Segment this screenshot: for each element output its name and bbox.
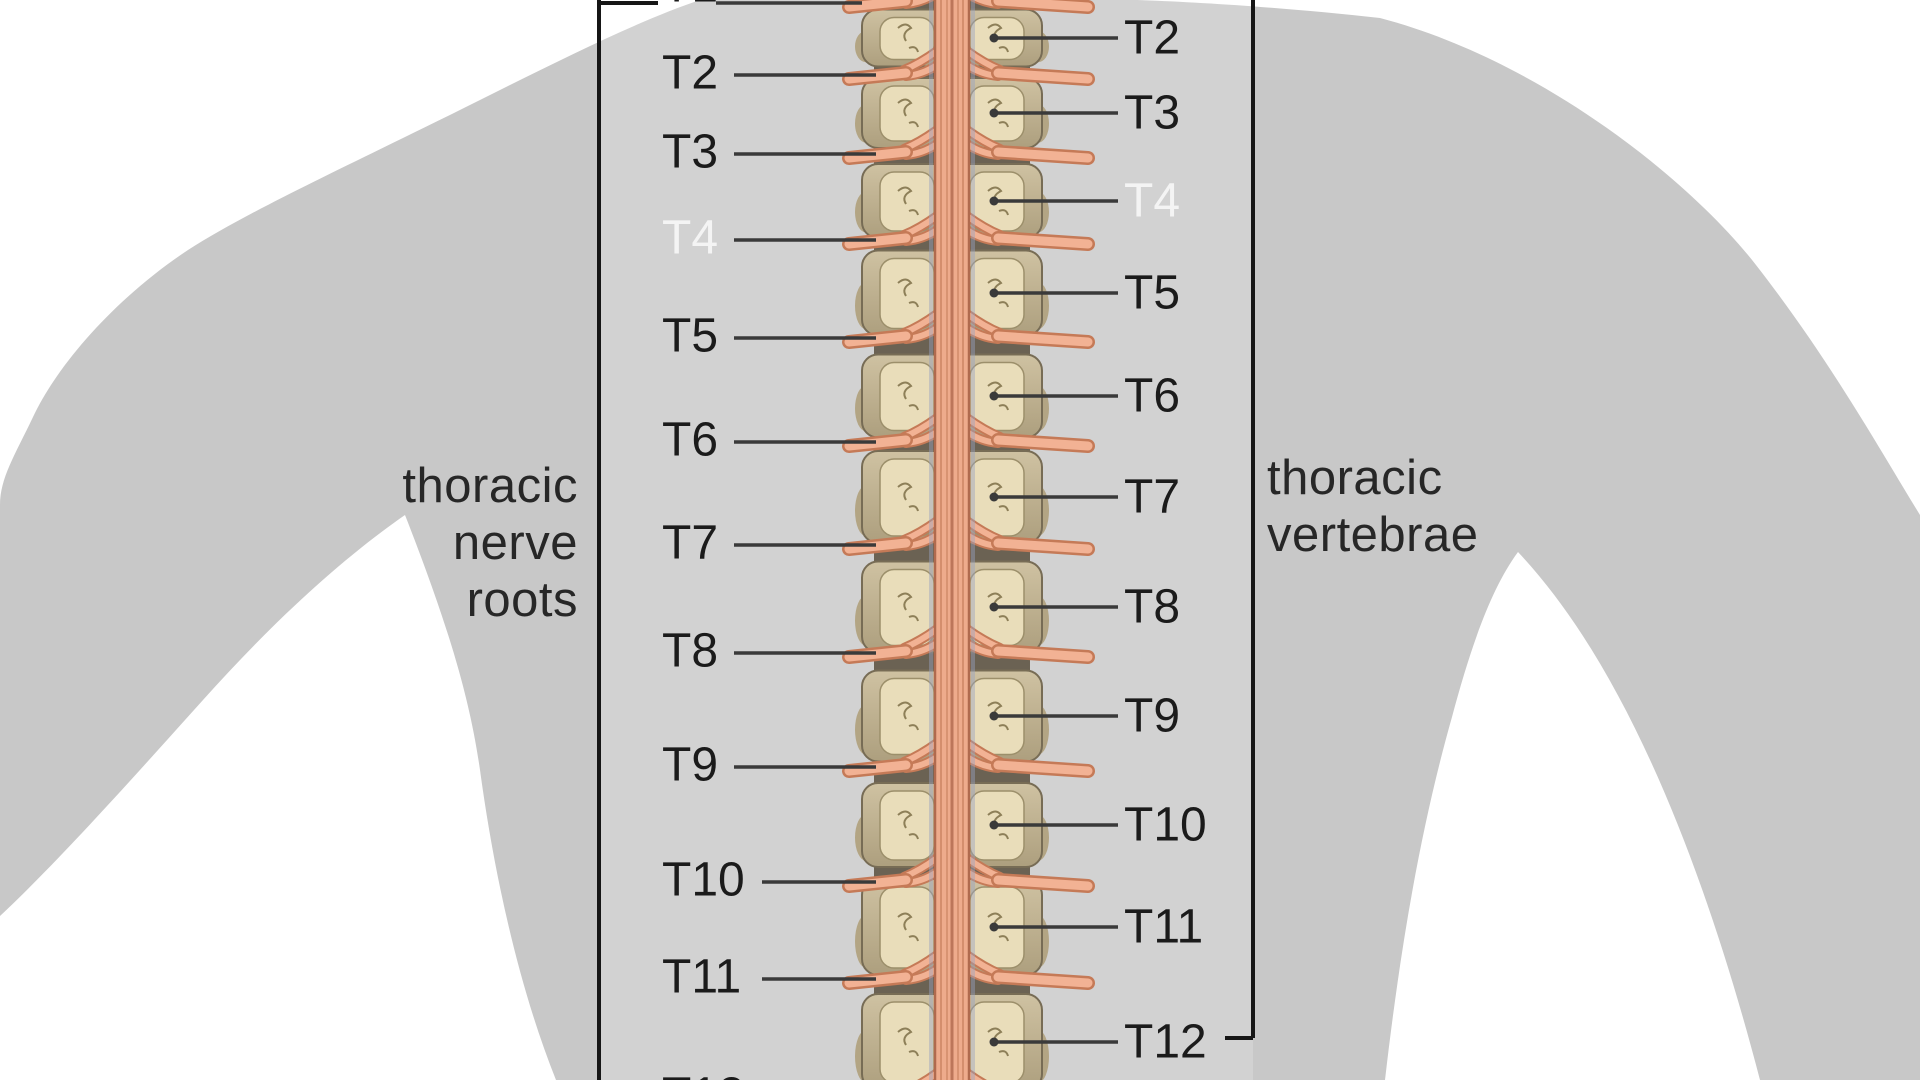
label-right-t2: T2 bbox=[1124, 12, 1180, 65]
caption-thoracic-vertebrae: thoracic vertebrae bbox=[1267, 450, 1479, 564]
label-left-t11: T11 bbox=[662, 951, 741, 1004]
label-left-t2: T2 bbox=[662, 47, 718, 100]
nerve-root-pair bbox=[842, 738, 1095, 778]
label-left-t3: T3 bbox=[662, 126, 718, 179]
label-right-t12: T12 bbox=[1124, 1016, 1207, 1069]
vertebra-labels-layer: T1T2T3T4T5T6T7T8T9T10T11T12 T2T3T4T5T6T7T… bbox=[662, 0, 1207, 1080]
label-left-t1: T1 bbox=[662, 0, 718, 13]
caption-line: roots bbox=[466, 573, 578, 627]
label-left-t6: T6 bbox=[662, 414, 718, 467]
dura-line-left bbox=[929, 0, 933, 1080]
leader-line bbox=[989, 108, 1118, 118]
label-right-t8: T8 bbox=[1124, 581, 1180, 634]
leader-lines-layer bbox=[716, 1, 1118, 1047]
label-right-t10: T10 bbox=[1124, 799, 1207, 852]
leader-line bbox=[989, 33, 1118, 43]
label-left-t10: T10 bbox=[662, 854, 745, 907]
label-left-t8: T8 bbox=[662, 625, 718, 678]
dura-line-right bbox=[971, 0, 975, 1080]
spinal-cord bbox=[933, 0, 971, 1080]
nerve-root-pair bbox=[842, 0, 1095, 14]
label-right-t6: T6 bbox=[1124, 370, 1180, 423]
vertebrae-bracket bbox=[1225, 0, 1255, 1040]
label-right-t11: T11 bbox=[1124, 901, 1203, 954]
nerve-root-pair bbox=[842, 950, 1095, 990]
label-right-t7: T7 bbox=[1124, 471, 1180, 524]
label-left-t5: T5 bbox=[662, 310, 718, 363]
caption-thoracic-nerve-roots: thoracic nerve roots bbox=[402, 458, 578, 629]
caption-line: thoracic bbox=[1267, 451, 1443, 505]
leader-line bbox=[989, 1037, 1118, 1047]
leader-line bbox=[989, 602, 1118, 612]
label-left-t9: T9 bbox=[662, 739, 718, 792]
label-left-t12: T12 bbox=[662, 1069, 745, 1080]
leader-line bbox=[989, 492, 1118, 502]
label-left-t7: T7 bbox=[662, 517, 718, 570]
leader-line bbox=[989, 820, 1118, 830]
label-left-t4: T4 bbox=[662, 212, 718, 265]
caption-line: thoracic bbox=[402, 459, 578, 513]
leader-line bbox=[989, 288, 1118, 298]
label-right-t3: T3 bbox=[1124, 87, 1180, 140]
label-right-t5: T5 bbox=[1124, 267, 1180, 320]
label-right-t4: T4 bbox=[1124, 175, 1180, 228]
caption-line: vertebrae bbox=[1267, 508, 1479, 562]
label-right-t9: T9 bbox=[1124, 690, 1180, 743]
caption-line: nerve bbox=[452, 516, 578, 570]
leader-line bbox=[989, 711, 1118, 721]
leader-line bbox=[989, 391, 1118, 401]
leader-line bbox=[989, 922, 1118, 932]
nerve-roots-bracket bbox=[597, 0, 658, 1080]
leader-line bbox=[989, 196, 1118, 206]
